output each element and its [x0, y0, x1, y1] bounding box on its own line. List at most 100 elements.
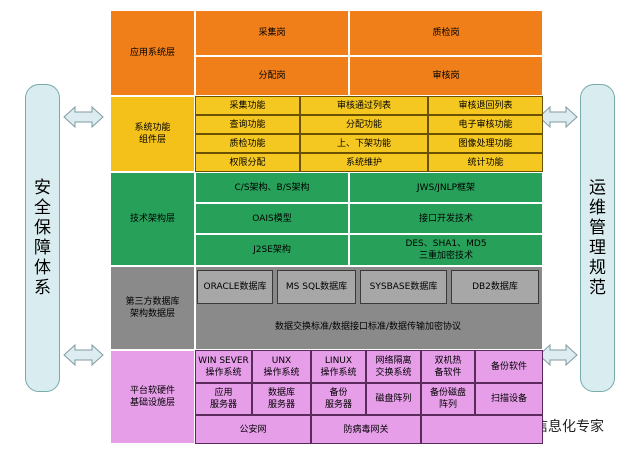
func-cell: 审核通过列表: [300, 96, 428, 115]
left-bottom-double-arrow: [63, 343, 104, 367]
platform-cell: WIN SEVER 操作系统: [195, 350, 252, 383]
platform-cell: 应用 服务器: [195, 383, 252, 415]
app-cell: 质检岗: [349, 10, 543, 56]
func-cell-text: 采集功能: [229, 100, 266, 111]
security-system-label: 安全保障体系: [34, 178, 51, 298]
left-top-double-arrow: [63, 105, 104, 129]
tech-cell-text: DES、SHA1、MD5 三重加密技术: [405, 239, 487, 261]
data-standards-cell: 数据交换标准/数据接口标准/数据传输加密协议: [197, 308, 539, 346]
func-layer-label-text: 系统功能 组件层: [134, 123, 171, 145]
func-cell-text: 审核退回列表: [458, 100, 513, 111]
data-layer-label-text: 第三方数据库 架构数据层: [125, 297, 180, 319]
func-cell: 图像处理功能: [428, 134, 543, 153]
app-layer-label-text: 应用系统层: [129, 48, 175, 58]
func-cell-text: 权限分配: [229, 157, 266, 168]
platform-cell: UNX 操作系统: [252, 350, 311, 383]
app-cell: 采集岗: [195, 10, 349, 56]
tech-cell-text: C/S架构、B/S架构: [234, 182, 310, 193]
tech-cell-text: J2SE架构: [253, 245, 291, 255]
tech-cell-text: JWS/JNLP框架: [416, 182, 476, 193]
tech-cell-text: OAIS模型: [252, 213, 292, 224]
platform-cell: 扫描设备: [475, 383, 543, 415]
platform-cell-text: 应用 服务器: [209, 388, 237, 410]
tech-cell: DES、SHA1、MD5 三重加密技术: [349, 234, 543, 266]
database-cell: DB2数据库: [451, 270, 539, 304]
func-cell-text: 电子审核功能: [458, 119, 513, 130]
platform-cell: 备份软件: [475, 350, 543, 383]
platform-cell-text: 磁盘阵列: [375, 394, 412, 404]
func-cell-text: 分配功能: [345, 119, 382, 130]
tech-cell: J2SE架构: [195, 234, 349, 266]
database-cell-text: SYSBASE数据库: [369, 282, 438, 292]
platform-cell: 公安网: [195, 415, 311, 444]
platform-cell-text: 防病毒网关: [343, 424, 389, 435]
app-cell-text: 审核岗: [432, 71, 460, 81]
func-cell: 电子审核功能: [428, 115, 543, 134]
func-cell: 采集功能: [195, 96, 300, 115]
func-cell: 查询功能: [195, 115, 300, 134]
platform-cell-blank: [421, 415, 543, 444]
data-layer-label: 第三方数据库 架构数据层: [110, 266, 195, 350]
platform-cell: LINUX 操作系统: [311, 350, 366, 383]
platform-cell-text: 公安网: [239, 424, 267, 435]
platform-cell: 防病毒网关: [311, 415, 421, 444]
func-cell: 统计功能: [428, 153, 543, 172]
platform-cell-text: 扫描设备: [490, 394, 527, 404]
func-cell-text: 系统维护: [345, 157, 382, 168]
platform-cell-text: 备份软件: [490, 361, 527, 372]
security-system-bar: 安全保障体系: [25, 84, 60, 392]
platform-cell-text: LINUX 操作系统: [320, 355, 357, 378]
tech-cell-text: 接口开发技术: [418, 213, 473, 224]
tech-layer-label: 技术架构层: [110, 172, 195, 266]
platform-cell: 双机热 备软件: [421, 350, 475, 383]
right-top-double-arrow: [538, 105, 578, 129]
database-cell: MS SQL数据库: [277, 270, 356, 304]
platform-cell: 备份 服务器: [311, 383, 366, 415]
func-cell: 审核退回列表: [428, 96, 543, 115]
platform-cell-text: 备份磁盘 阵列: [429, 388, 466, 410]
database-cell: SYSBASE数据库: [360, 270, 447, 304]
platform-cell: 网络隔离 交换系统: [366, 350, 421, 383]
tech-cell: C/S架构、B/S架构: [195, 172, 349, 203]
tech-cell: 接口开发技术: [349, 203, 543, 234]
platform-cell: 备份磁盘 阵列: [421, 383, 475, 415]
platform-cell: 磁盘阵列: [366, 383, 421, 415]
func-cell-text: 统计功能: [467, 157, 504, 168]
platform-cell-text: UNX 操作系统: [263, 355, 300, 378]
func-cell-text: 查询功能: [229, 119, 266, 130]
platform-cell-text: 双机热 备软件: [434, 355, 462, 378]
ops-management-label: 运维管理规范: [589, 178, 606, 298]
database-cell-text: DB2数据库: [472, 282, 518, 292]
platform-cell-text: 备份 服务器: [324, 388, 352, 410]
func-cell-text: 质检功能: [229, 138, 266, 149]
func-cell: 系统维护: [300, 153, 428, 172]
func-cell: 分配功能: [300, 115, 428, 134]
app-cell-text: 分配岗: [258, 71, 286, 81]
app-cell-text: 采集岗: [258, 28, 286, 38]
data-standards-text: 数据交换标准/数据接口标准/数据传输加密协议: [274, 322, 462, 332]
platform-layer-label-text: 平台软硬件 基础设施层: [129, 386, 175, 408]
tech-cell: JWS/JNLP框架: [349, 172, 543, 203]
tech-cell: OAIS模型: [195, 203, 349, 234]
func-cell: 上、下架功能: [300, 134, 428, 153]
platform-cell-text: 数据库 服务器: [267, 388, 295, 410]
func-cell: 权限分配: [195, 153, 300, 172]
app-cell-text: 质检岗: [432, 28, 460, 38]
right-bottom-double-arrow: [538, 343, 578, 367]
ops-management-bar: 运维管理规范: [580, 84, 615, 392]
platform-cell-text: 网络隔离 交换系统: [375, 355, 412, 378]
platform-cell-text: WIN SEVER 操作系统: [198, 355, 249, 378]
app-layer-label: 应用系统层: [110, 10, 195, 96]
platform-layer-label: 平台软硬件 基础设施层: [110, 350, 195, 444]
database-cell: ORACLE数据库: [197, 270, 273, 304]
func-cell-text: 图像处理功能: [458, 138, 513, 149]
app-cell: 分配岗: [195, 56, 349, 96]
database-cell-text: MS SQL数据库: [285, 282, 348, 292]
database-cell-text: ORACLE数据库: [203, 282, 267, 292]
func-cell-text: 审核通过列表: [336, 100, 391, 111]
tech-layer-label-text: 技术架构层: [129, 214, 175, 224]
func-cell: 质检功能: [195, 134, 300, 153]
app-cell: 审核岗: [349, 56, 543, 96]
func-layer-label: 系统功能 组件层: [110, 96, 195, 172]
platform-cell: 数据库 服务器: [252, 383, 311, 415]
